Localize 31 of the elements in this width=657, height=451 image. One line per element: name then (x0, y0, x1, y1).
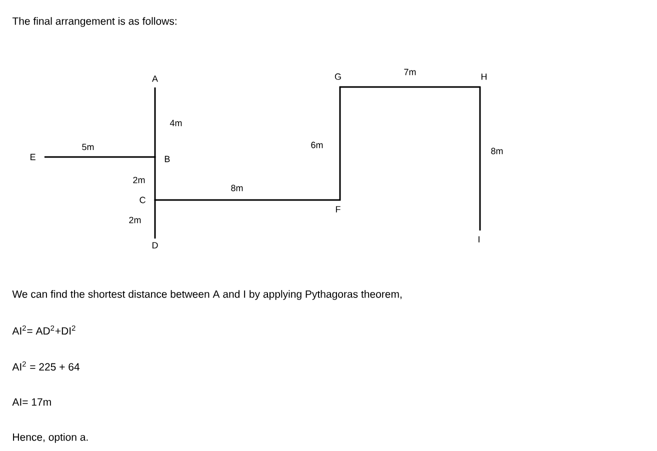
point-label: E (30, 154, 36, 160)
text-line: We can find the shortest distance between A and I by applying Pythagoras theorem, (12, 290, 402, 300)
text-line: AI$^{2}$= AD$^{2}$+DI$^{2}$ (12, 325, 76, 335)
line-segment (154, 199, 156, 239)
text-line: AI= 17m (12, 398, 51, 406)
line-segment (339, 86, 481, 88)
point-label: A (152, 76, 158, 82)
distance-label: 8m (231, 184, 243, 192)
line-segment (339, 86, 341, 201)
text-line: Hence, option a. (13, 433, 88, 443)
point-label: F (336, 206, 340, 212)
line-segment (44, 156, 156, 158)
distance-label: 6m (311, 142, 323, 148)
line-segment (154, 87, 156, 158)
text-line: AI$^{2}$ = 225 + 64 (12, 361, 80, 371)
line-segment (154, 199, 341, 201)
distance-label: 2m (133, 176, 145, 184)
distance-label: 5m (82, 144, 94, 150)
distance-label: 2m (129, 216, 141, 224)
distance-label: 8m (491, 148, 503, 154)
distance-label: 7m (404, 68, 416, 76)
line-segment (479, 86, 481, 231)
point-label: C (140, 196, 146, 204)
point-label: I (478, 236, 480, 242)
text-line: The final arrangement is as follows: (12, 17, 176, 27)
distance-label: 4m (170, 120, 182, 126)
point-label: G (334, 73, 341, 80)
point-label: D (152, 242, 158, 248)
point-label: H (482, 74, 487, 80)
line-segment (154, 156, 156, 201)
point-label: B (164, 156, 170, 162)
